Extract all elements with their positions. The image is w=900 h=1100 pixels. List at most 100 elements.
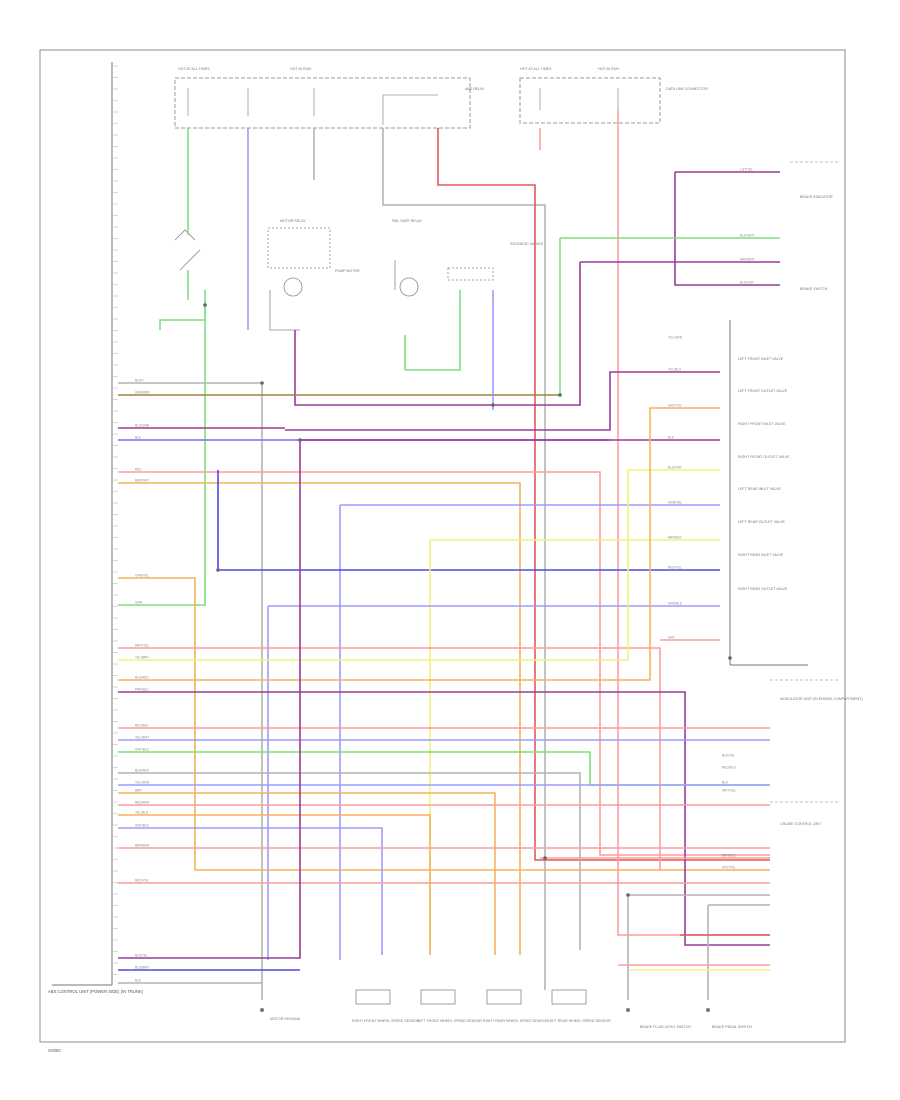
grounds [260,1008,710,1012]
wire-49 [405,290,461,371]
junction-dot [203,303,207,307]
fuse-block-frame [174,77,471,129]
junction-dot [728,656,732,660]
ground-left-label: MOTOR GROUND [270,1017,301,1021]
data-link-label: DATA LINK CONNECTOR [666,87,708,91]
valve-label: RIGHT REAR INLET VALVE [738,553,784,557]
right-wire-label: GRY/YEL [668,404,682,408]
right-box-2: BRAKE SWITCH [800,287,828,291]
left-wire-label: YEL/BLU [135,811,149,815]
relay-label: ABS RELAY [465,87,485,91]
left-wire-label: BRN [135,789,142,793]
fuse-label-4: HOT IN RUN [598,67,619,71]
junction-dot [216,568,220,572]
wire-14 [285,371,720,431]
wire-1 [118,300,206,606]
connector-pins [112,65,118,975]
valve-label: RIGHT FRONT OUTLET VALVE [738,455,790,459]
wire-20 [339,504,720,960]
right-wire-label: LGT/YEL [740,168,753,172]
wire-18 [118,482,521,955]
junction-dot [558,393,562,397]
right-wire-label: BLK/YEL [722,754,735,758]
right-components: BRAKE INDICATOR BRAKE SWITCH MODULATOR U… [770,161,863,826]
left-wire-label: YEL/BRN [135,656,149,660]
right-wire-label: GRN/YEL [668,501,682,505]
left-wire-label: BRN/WHT [135,844,150,848]
fuse-label-2: HOT IN RUN [290,67,311,71]
valve-label: RIGHT REAR OUTLET VALVE [738,587,788,591]
junction-dot [543,856,547,860]
left-wire-label: BLU/RED [135,676,150,680]
left-wire-label: BLK/Y [135,379,145,383]
right-box-1: BRAKE INDICATOR [800,195,833,199]
wire-0 [159,128,206,330]
fuse-block-frame-2 [519,77,661,124]
solenoid-label: SOLENOID VALVES [510,242,544,246]
wire-21 [217,470,720,571]
left-wire-label: GRN/BRN [135,391,150,395]
wire-5 [437,128,770,861]
diagram-frame [39,49,846,1043]
left-wire-label: YEL/GRN [135,781,150,785]
wire-28 [118,407,720,681]
wire-10 [294,261,780,406]
left-wire-label: GRN [135,601,143,605]
wire-26 [118,469,720,661]
left-wire-labels: BLK/YGRN/BRNBLU/GRNBLKREDBRN/GRYGRN/YELG… [135,379,150,983]
right-wire-label: BRN/WHT [740,258,755,262]
left-wire-label: BLU/GRN [135,424,150,428]
junction-dot [491,403,495,407]
abs-control-unit: ABS CONTROL UNIT (POWER SIDE) (IN TRUNK) [48,62,144,994]
right-wire-label: BRN/BLU [722,854,737,858]
right-box-4: CRUISE CONTROL UNIT [780,822,822,826]
sensor-left-front: LEFT FRONT WHEEL SPEED SENSOR [417,989,482,1023]
left-wire-label: GRY/BLU [135,748,150,752]
fuse-label-1: HOT AT ALL TIMES [178,67,210,71]
wire-40 [118,440,301,959]
valve-label: LEFT REAR INLET VALVE [738,487,781,491]
left-wire-label: WHT/YEL [135,644,149,648]
wire-34 [118,792,496,955]
left-wire-label: RED/YEL [135,879,149,883]
left-wire-label: GRN/YEL [135,574,149,578]
fail-relay-label: FAIL SAFE RELAY [392,219,423,223]
left-wire-label: BLU/BRN [135,966,150,970]
right-wire-label: GRN/BLK [668,602,683,606]
right-wire-labels: LGT/YELBLU/WHTBRN/WHTBLU/GRYYEL/GRNYEL/B… [668,168,755,870]
junction-dot [260,381,264,385]
sensor-rf-label: RIGHT FRONT WHEEL SPEED SENSOR [352,1019,420,1023]
right-wire-label: BLU/GRY [668,466,683,470]
sensor-lf-label: LEFT FRONT WHEEL SPEED SENSOR [417,1019,482,1023]
wire-8 [674,171,780,286]
left-wire-label: YEL/WHT [135,736,149,740]
right-wire-label: BLU/WHT [740,234,754,238]
motor-relay-area [174,227,494,331]
wire-24 [118,577,770,871]
ground-mid-label: BRAKE FLUID LEVEL SWITCH [640,1025,691,1029]
wire-4 [382,128,546,990]
wire-25 [118,647,661,870]
left-wire-label: BRN/GRY [135,479,150,483]
sensor-lr-label: LEFT REAR WHEEL SPEED SENSOR [548,1019,611,1023]
wire-17 [118,471,770,856]
right-wire-label: GRY [668,636,676,640]
ground-right-label: BRAKE PEDAL SWITCH [712,1025,752,1029]
right-wire-label: RED/YEL [668,566,682,570]
wire-9 [559,237,780,395]
left-wire-label: PNK/BLU [135,688,149,692]
sensor-left-rear: LEFT REAR WHEEL SPEED SENSOR [548,989,611,1023]
valve-label: LEFT FRONT INLET VALVE [738,357,784,361]
wire-27 [118,691,770,946]
right-wire-label: BLU/GRY [740,281,755,285]
right-wire-label: BLK [668,436,675,440]
left-wire-label: BLU/WHT [135,769,149,773]
right-box-3: MODULATOR UNIT (IN ENGINE COMPARTMENT) [780,697,863,701]
wire-37 [118,827,383,955]
right-wire-label: GRY/YEL [722,866,736,870]
left-wire-label: BLK/YEL [135,954,148,958]
right-wire-label: RED/BLU [722,766,737,770]
